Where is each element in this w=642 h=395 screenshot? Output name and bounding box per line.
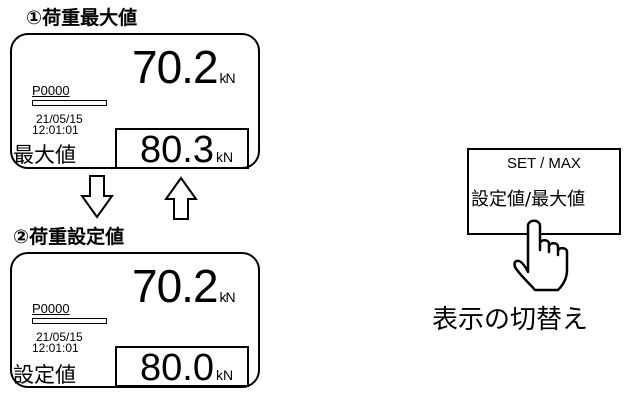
set-time: 12:01:01	[32, 341, 79, 355]
set-date: 21/05/15	[36, 330, 83, 344]
set-max-button-label: 設定値/最大値	[471, 189, 586, 210]
set-program-code: P0000	[32, 301, 70, 316]
set-program-bar	[32, 318, 107, 324]
max-mode-label: 最大値	[13, 143, 76, 167]
set-max-button[interactable]: SET / MAX 設定値/最大値	[467, 148, 621, 235]
set-section-title: ②荷重設定値	[13, 226, 125, 248]
hand-pointer-icon	[513, 219, 569, 292]
switch-display-caption: 表示の切替え	[432, 305, 589, 335]
up-arrow-icon	[164, 176, 198, 220]
set-value: 80.0	[140, 347, 214, 389]
set-load-value: 70.2	[132, 260, 219, 312]
max-load-value: 70.2	[132, 41, 219, 93]
max-section-title: ①荷重最大値	[26, 7, 138, 29]
max-load-unit: kN	[219, 70, 236, 86]
down-arrow-icon	[80, 175, 114, 219]
max-value: 80.3	[140, 129, 214, 171]
max-date: 21/05/15	[36, 112, 83, 126]
max-value-unit: kN	[215, 149, 234, 165]
set-mode-label: 設定値	[13, 363, 76, 387]
set-load-unit: kN	[219, 289, 236, 305]
max-program-code: P0000	[32, 83, 70, 98]
max-program-bar	[32, 100, 107, 106]
max-time: 12:01:01	[32, 123, 79, 137]
set-max-button-title: SET / MAX	[507, 155, 581, 172]
set-value-unit: kN	[215, 367, 234, 383]
